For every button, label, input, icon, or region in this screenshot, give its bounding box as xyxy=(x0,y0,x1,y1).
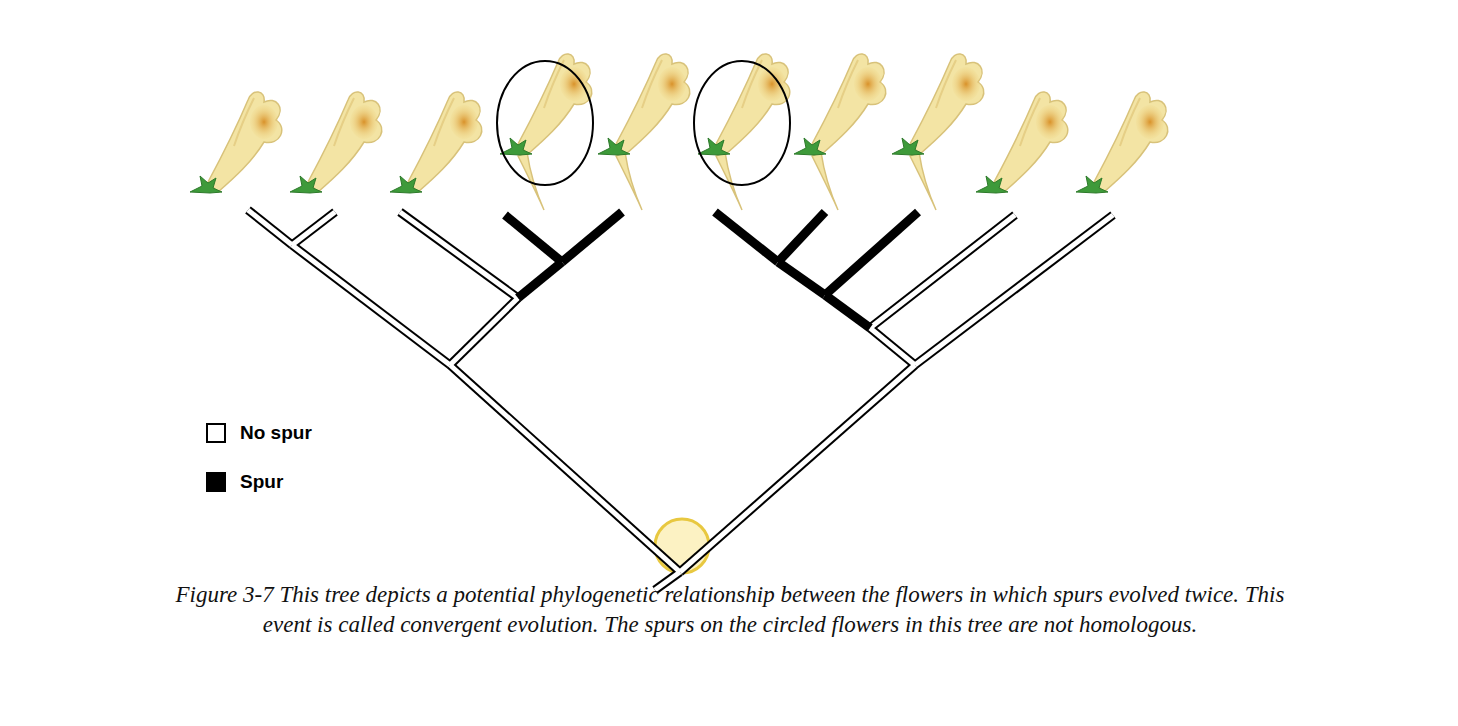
tree-branch xyxy=(562,212,622,262)
tree-branch xyxy=(825,212,918,295)
tree-branch xyxy=(870,328,915,365)
figure-caption: Figure 3-7 This tree depicts a potential… xyxy=(150,580,1310,641)
tree-branch xyxy=(450,298,518,365)
tree-branch xyxy=(715,212,778,262)
tree-branch xyxy=(680,365,915,572)
legend-entry: No spur xyxy=(206,420,312,446)
tree-branch xyxy=(680,365,915,572)
tree-branch xyxy=(518,262,562,298)
tree-branch xyxy=(870,328,915,365)
tree-branch xyxy=(292,212,335,245)
tree-branch xyxy=(825,295,870,328)
legend-label: No spur xyxy=(240,422,312,444)
tree-branch xyxy=(400,212,518,298)
tree-branch xyxy=(505,215,562,262)
tree-branch xyxy=(248,210,292,245)
legend-entry: Spur xyxy=(206,469,283,495)
tree-branch xyxy=(778,212,825,262)
legend-label: Spur xyxy=(240,471,283,493)
tree-branch xyxy=(450,365,680,572)
tree-branch xyxy=(450,365,680,572)
tree-branch xyxy=(292,245,450,365)
tree-branch xyxy=(248,210,292,245)
tree-branch xyxy=(292,245,450,365)
tree-branch xyxy=(778,262,825,295)
legend-swatch xyxy=(206,472,226,492)
tree-branch xyxy=(450,298,518,365)
tree-branch xyxy=(915,215,1113,365)
tree-branch xyxy=(292,212,335,245)
tree-branch xyxy=(400,212,518,298)
legend-swatch xyxy=(206,423,226,443)
tree-branch xyxy=(915,215,1113,365)
